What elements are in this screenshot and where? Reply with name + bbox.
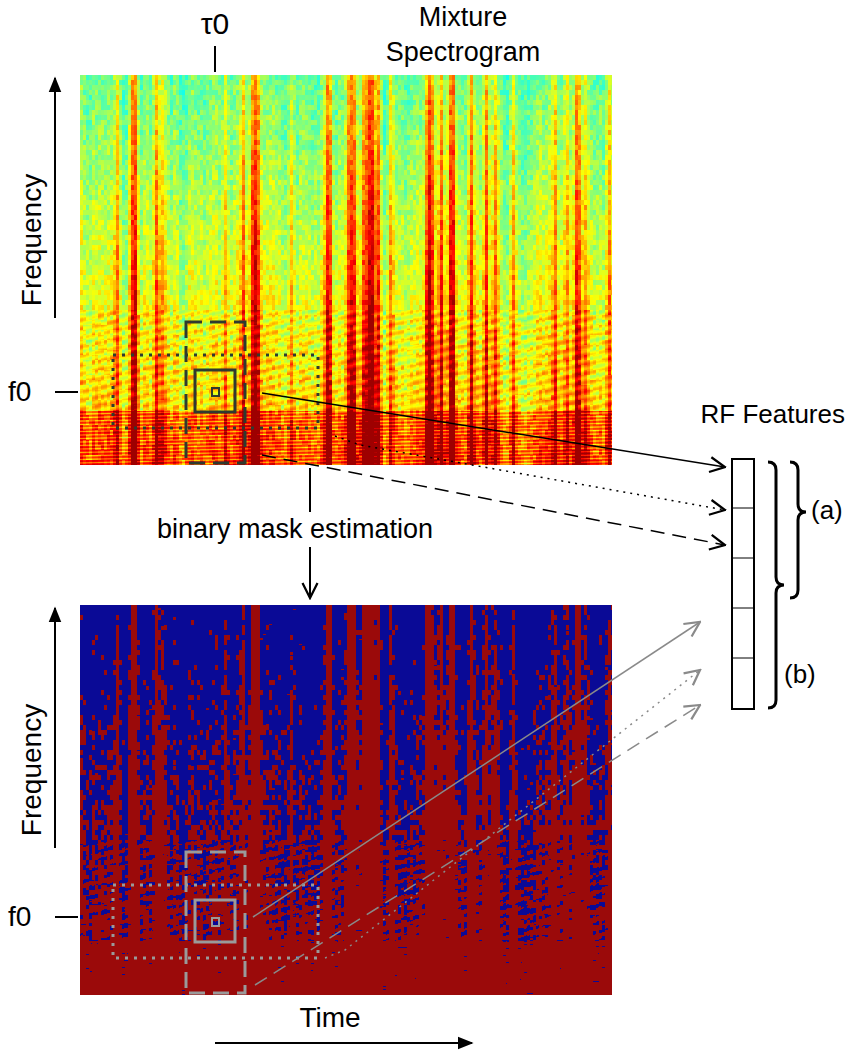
rf-window-dotted (113, 885, 318, 958)
axis-tick (55, 391, 78, 393)
vector-cell-divider (731, 658, 755, 659)
frequency-axis (54, 608, 56, 848)
heading-holder: RF Features (701, 398, 846, 432)
rf-window-dashed (186, 852, 245, 993)
label-holder: f0 (8, 899, 31, 935)
label-holder: f0 (8, 374, 31, 410)
text-label: (a) (811, 494, 843, 528)
axis-tick (214, 46, 216, 72)
heading-holder: Mixture Spectrogram (358, 0, 568, 70)
label-holder: Frequency (14, 174, 50, 306)
axis-label: Frequency (14, 174, 50, 306)
axis-label: Frequency (14, 704, 50, 836)
axis-tick (55, 916, 78, 918)
label-holder: (b) (784, 658, 816, 692)
rf-center-bin (212, 918, 219, 926)
label-holder: Frequency (14, 704, 50, 836)
feature-arrow (253, 622, 700, 917)
text-label: f0 (8, 899, 31, 935)
vector-cell-divider (731, 608, 755, 609)
text-label: τ0 (201, 4, 230, 43)
rf-window-solid (195, 370, 235, 412)
vector-cell-divider (731, 508, 755, 509)
rf-center-bin (212, 388, 219, 396)
label-holder: binary mask estimation (153, 512, 437, 547)
text-label: (b) (784, 658, 816, 692)
spectrogram-panel: Mixture Spectrogram (80, 75, 612, 465)
text-label: Time (299, 1000, 360, 1036)
brace (790, 462, 806, 598)
frequency-axis (54, 78, 56, 318)
vector-cell-divider (731, 558, 755, 559)
label-holder: Time (299, 1000, 360, 1036)
feature-arrow (335, 436, 725, 510)
feature-arrow (255, 705, 700, 985)
node-heading: Mixture Spectrogram (358, 0, 568, 70)
text-label: f0 (8, 374, 31, 410)
binary-mask-image (80, 605, 612, 995)
label-holder: τ0 (201, 4, 230, 43)
brace (768, 462, 784, 708)
rf-window-dashed (186, 322, 245, 463)
feature-vector: RF Features (731, 458, 755, 710)
time-axis (215, 1042, 472, 1044)
rf-window-solid (195, 900, 235, 942)
text-label: binary mask estimation (153, 512, 437, 547)
rf-window-dotted (113, 355, 318, 428)
node-heading: RF Features (701, 398, 846, 432)
feature-arrow (325, 670, 700, 958)
feature-arrow (262, 393, 725, 467)
label-holder: (a) (811, 494, 843, 528)
